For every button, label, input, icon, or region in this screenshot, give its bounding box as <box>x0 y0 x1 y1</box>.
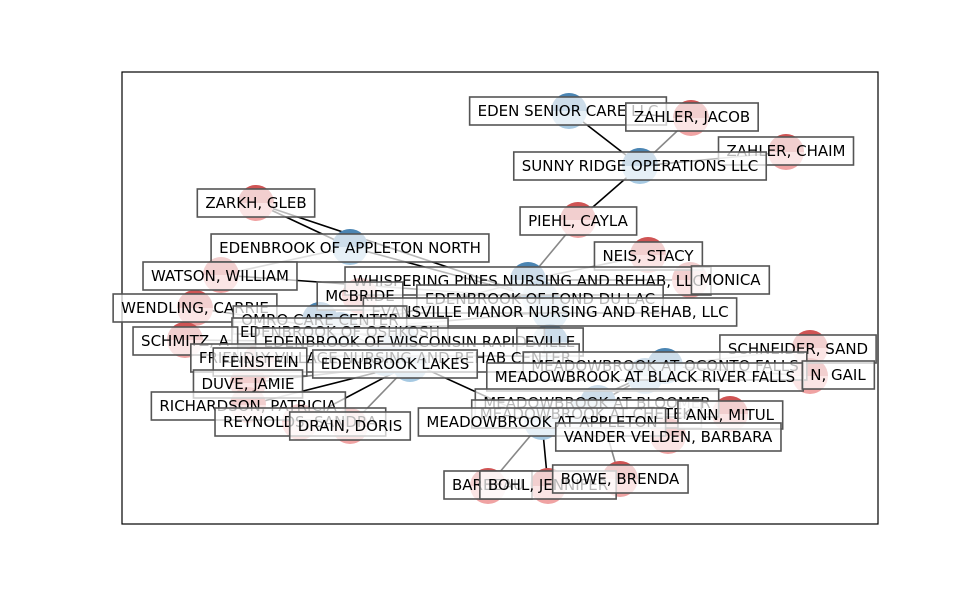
label-text-zarkh_gleb: ZARKH, GLEB <box>205 194 306 212</box>
label-neis_stacy: NEIS, STACY <box>593 241 704 271</box>
label-box-sunny_ridge <box>512 151 768 181</box>
label-text-bowe_brenda: BOWE, BRENDA <box>561 470 680 488</box>
label-mb_black_river: MEADOWBROOK AT BLACK RIVER FALLS <box>485 362 805 392</box>
label-box-eb_lakes <box>311 349 479 379</box>
label-text-eb_lakes: EDENBROOK LAKES <box>321 355 469 373</box>
label-box-neis_stacy <box>593 241 704 271</box>
label-text-piehl_cayla: PIEHL, CAYLA <box>528 212 629 230</box>
label-monica: MONICA <box>690 265 771 295</box>
label-text-drain_doris: DRAIN, DORIS <box>298 417 403 435</box>
label-eb_lakes: EDENBROOK LAKES <box>311 349 479 379</box>
label-text-sunny_ridge: SUNNY RIDGE OPERATIONS LLC <box>522 157 758 175</box>
label-box-watson_william <box>142 261 298 291</box>
label-text-mitul: ANN, MITUL <box>686 406 775 424</box>
label-text-wendling_carrie: WENDLING, CARRIE <box>121 299 269 317</box>
label-evansville: EVANSVILLE MANOR NURSING AND REHAB, LLC <box>362 297 738 327</box>
label-box-bowe_brenda <box>551 464 689 494</box>
label-box-monica <box>690 265 771 295</box>
label-bowe_brenda: BOWE, BRENDA <box>551 464 689 494</box>
label-text-eden_senior: EDEN SENIOR CARE LLC <box>478 102 659 120</box>
label-vander_velden: VANDER VELDEN, BARBARA <box>554 422 782 452</box>
label-sunny_ridge: SUNNY RIDGE OPERATIONS LLC <box>512 151 768 181</box>
label-text-eb_appleton_north: EDENBROOK OF APPLETON NORTH <box>219 239 481 257</box>
label-text-gail: N, GAIL <box>810 366 866 384</box>
label-watson_william: WATSON, WILLIAM <box>142 261 298 291</box>
label-eb_appleton_north: EDENBROOK OF APPLETON NORTH <box>210 233 490 263</box>
label-text-watson_william: WATSON, WILLIAM <box>151 267 289 285</box>
label-box-piehl_cayla <box>519 206 638 236</box>
label-text-neis_stacy: NEIS, STACY <box>602 247 694 265</box>
label-box-gail <box>801 360 876 390</box>
label-piehl_cayla: PIEHL, CAYLA <box>519 206 638 236</box>
label-drain_doris: DRAIN, DORIS <box>288 411 412 441</box>
label-box-zahler_jacob <box>625 102 759 132</box>
label-text-duve_jamie: DUVE, JAMIE <box>201 375 294 393</box>
label-zarkh_gleb: ZARKH, GLEB <box>196 188 316 218</box>
label-text-monica: MONICA <box>699 271 761 289</box>
label-text-vander_velden: VANDER VELDEN, BARBARA <box>564 428 773 446</box>
label-box-drain_doris <box>288 411 412 441</box>
label-box-vander_velden <box>554 422 782 452</box>
label-schmitz: SCHMITZ, A <box>132 326 239 356</box>
label-box-eb_appleton_north <box>210 233 490 263</box>
label-text-evansville: EVANSVILLE MANOR NURSING AND REHAB, LLC <box>371 303 728 321</box>
label-text-feinstein: FEINSTEIN <box>221 353 299 371</box>
label-zahler_jacob: ZAHLER, JACOB <box>625 102 759 132</box>
label-text-mb_black_river: MEADOWBROOK AT BLACK RIVER FALLS <box>495 368 795 386</box>
label-text-zahler_jacob: ZAHLER, JACOB <box>634 108 750 126</box>
label-box-zarkh_gleb <box>196 188 316 218</box>
label-gail: N, GAIL <box>801 360 876 390</box>
